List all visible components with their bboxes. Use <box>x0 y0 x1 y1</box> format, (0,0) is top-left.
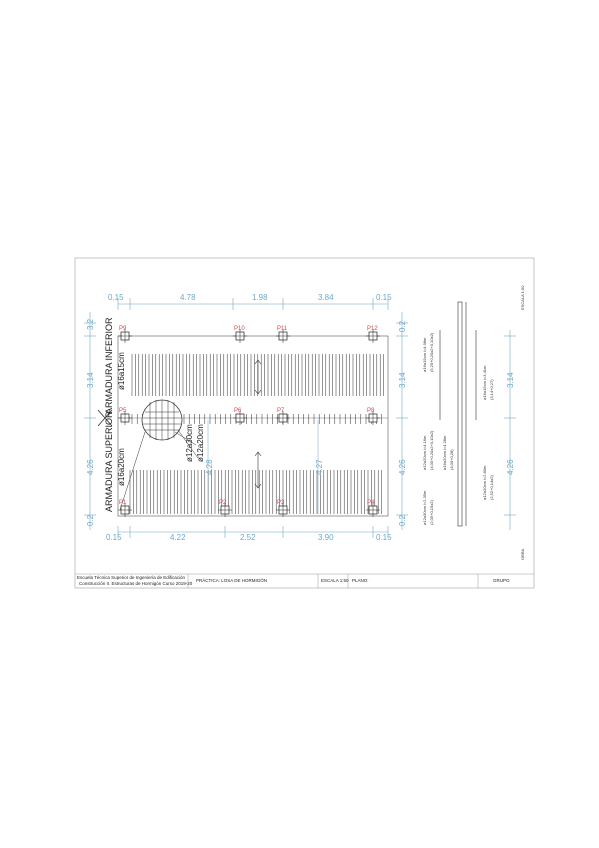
pillar-p1: P1 <box>118 500 132 517</box>
right-inner-dimension-line <box>396 312 408 530</box>
pillar-p4: P4 <box>366 500 380 517</box>
pillars: P1 P2 P3 P4 P5 P6 P7 P8 P9 P10 P11 P12 <box>118 326 380 517</box>
dim-bottom-2: 4.22 <box>170 533 186 542</box>
dim-left-3: 4.26 <box>86 459 95 475</box>
span-arrows <box>254 359 262 489</box>
dim-left-4: 0.2 <box>86 514 95 526</box>
right-note-scale: ESCALA 1:50 <box>520 285 525 310</box>
pillar-label: P11 <box>277 326 288 332</box>
left-dimension-line <box>84 312 96 530</box>
schedule-line: ø12a30cm l=2.35m <box>422 490 427 525</box>
top-dimension-line <box>117 298 389 310</box>
dim-left-2: 3.14 <box>86 372 95 388</box>
dim-right-3: 4.26 <box>398 459 407 475</box>
pillar-label: P5 <box>119 408 127 414</box>
dim-bottom-1: 0.15 <box>106 533 122 542</box>
pillar-p2: P2 <box>218 500 232 517</box>
pillar-p11: P11 <box>276 326 290 343</box>
pillar-label: P12 <box>367 326 378 332</box>
dim-right-outer-2: 4.26 <box>506 459 515 475</box>
pillar-p3: P3 <box>276 500 290 517</box>
pillar-label: P9 <box>119 326 127 332</box>
schedule-line: (4,00+0,28) <box>449 449 454 470</box>
dim-inner-1: 4.28 <box>205 459 214 475</box>
rebar-upper-band <box>131 354 384 396</box>
pillar-p12: P12 <box>366 326 380 343</box>
schedule-line: (3,14+0,27) <box>489 379 494 400</box>
dim-bottom-3: 2.52 <box>240 533 256 542</box>
dim-top-4: 3.84 <box>318 293 334 302</box>
rebar-shapes <box>439 301 477 527</box>
rebar-schedule: ø16a15cm l=4.98m (5,20+0,20x2+0,10x2) ø1… <box>422 332 494 525</box>
title-drawing-title: PRÁCTICA: LOSA DE HORMIGÓN <box>196 577 267 583</box>
dim-top-3: 1.98 <box>252 293 268 302</box>
detail-circle <box>119 399 199 511</box>
schedule-line: ø12a20cm l=4.16m <box>422 435 427 470</box>
dim-left-1: 3.2 <box>86 318 95 330</box>
dim-top-5: 0.15 <box>376 293 392 302</box>
label-bar-mid-2: ø12a30cm <box>185 424 194 462</box>
schedule-line: ø16a15cm l=4.98m <box>422 337 427 372</box>
pillar-label: P3 <box>277 500 285 506</box>
pillar-label: P4 <box>367 500 375 506</box>
dim-bottom-5: 0.15 <box>376 533 392 542</box>
pillar-label: P1 <box>119 500 127 506</box>
pillar-p10: P10 <box>233 326 247 343</box>
label-bar-top: ø16a15cm <box>117 352 126 390</box>
schedule-line: ø12a20cm l=2.80m <box>482 465 487 500</box>
pillar-label: P7 <box>277 408 285 414</box>
rebar-lower-band <box>129 470 382 514</box>
inner-vertical-dims <box>207 420 319 514</box>
pillar-label: P6 <box>234 408 242 414</box>
schedule-line: (2,52+0,14x2) <box>489 475 494 500</box>
dim-inner-2: 4.27 <box>315 459 324 475</box>
label-armadura-superior: ARMADURA SUPERIOR <box>104 411 114 512</box>
dim-right-2: 3.14 <box>398 372 407 388</box>
dim-right-1: 0.2 <box>398 320 407 332</box>
right-outer-dimension-line <box>504 330 516 530</box>
right-note-obra: OBRA <box>520 548 525 560</box>
title-plano-label: PLANO: <box>352 578 369 583</box>
pillar-label: P8 <box>367 408 375 414</box>
title-grupo-label: GRUPO <box>493 578 510 583</box>
title-school-line1: Escuela Técnica Superior de Ingeniería d… <box>77 575 185 580</box>
dim-bottom-4: 3.90 <box>318 533 334 542</box>
schedule-line: ø16a15cm l=3.41m <box>482 365 487 400</box>
label-armadura-inferior: ARMADURA INFERIOR <box>104 317 114 414</box>
pillar-p5: P5 <box>118 408 132 425</box>
title-school-line2: Construcción II. Estructuras de Hormigón… <box>79 581 193 586</box>
label-bar-bottom: ø16a20cm <box>117 448 126 486</box>
title-block <box>75 573 534 588</box>
cross-mark <box>97 409 113 427</box>
schedule-line: (5,20+0,20x2+0,10x2) <box>429 332 434 372</box>
pillar-label: P10 <box>234 326 245 332</box>
dim-right-4: 0.2 <box>398 514 407 526</box>
pillar-p6: P6 <box>233 408 247 425</box>
schedule-line: ø16a20cm l=4.28m <box>442 435 447 470</box>
pillar-label: P2 <box>219 500 227 506</box>
dim-top-1: 0.15 <box>108 293 124 302</box>
schedule-line: (2,05+0,15x2) <box>429 500 434 525</box>
dim-top-2: 4.78 <box>180 293 196 302</box>
title-scale: ESCALA 1:50 <box>321 578 349 583</box>
dim-right-outer-1: 3.14 <box>506 372 515 388</box>
schedule-line: (4,00+0,20x2+0,10x2) <box>429 430 434 470</box>
pillar-p7: P7 <box>276 408 290 425</box>
bottom-dimension-line <box>117 526 389 538</box>
label-bar-mid-1: ø12a20cm <box>196 424 205 462</box>
pillar-p9: P9 <box>118 326 132 343</box>
pillar-p8: P8 <box>366 408 380 425</box>
